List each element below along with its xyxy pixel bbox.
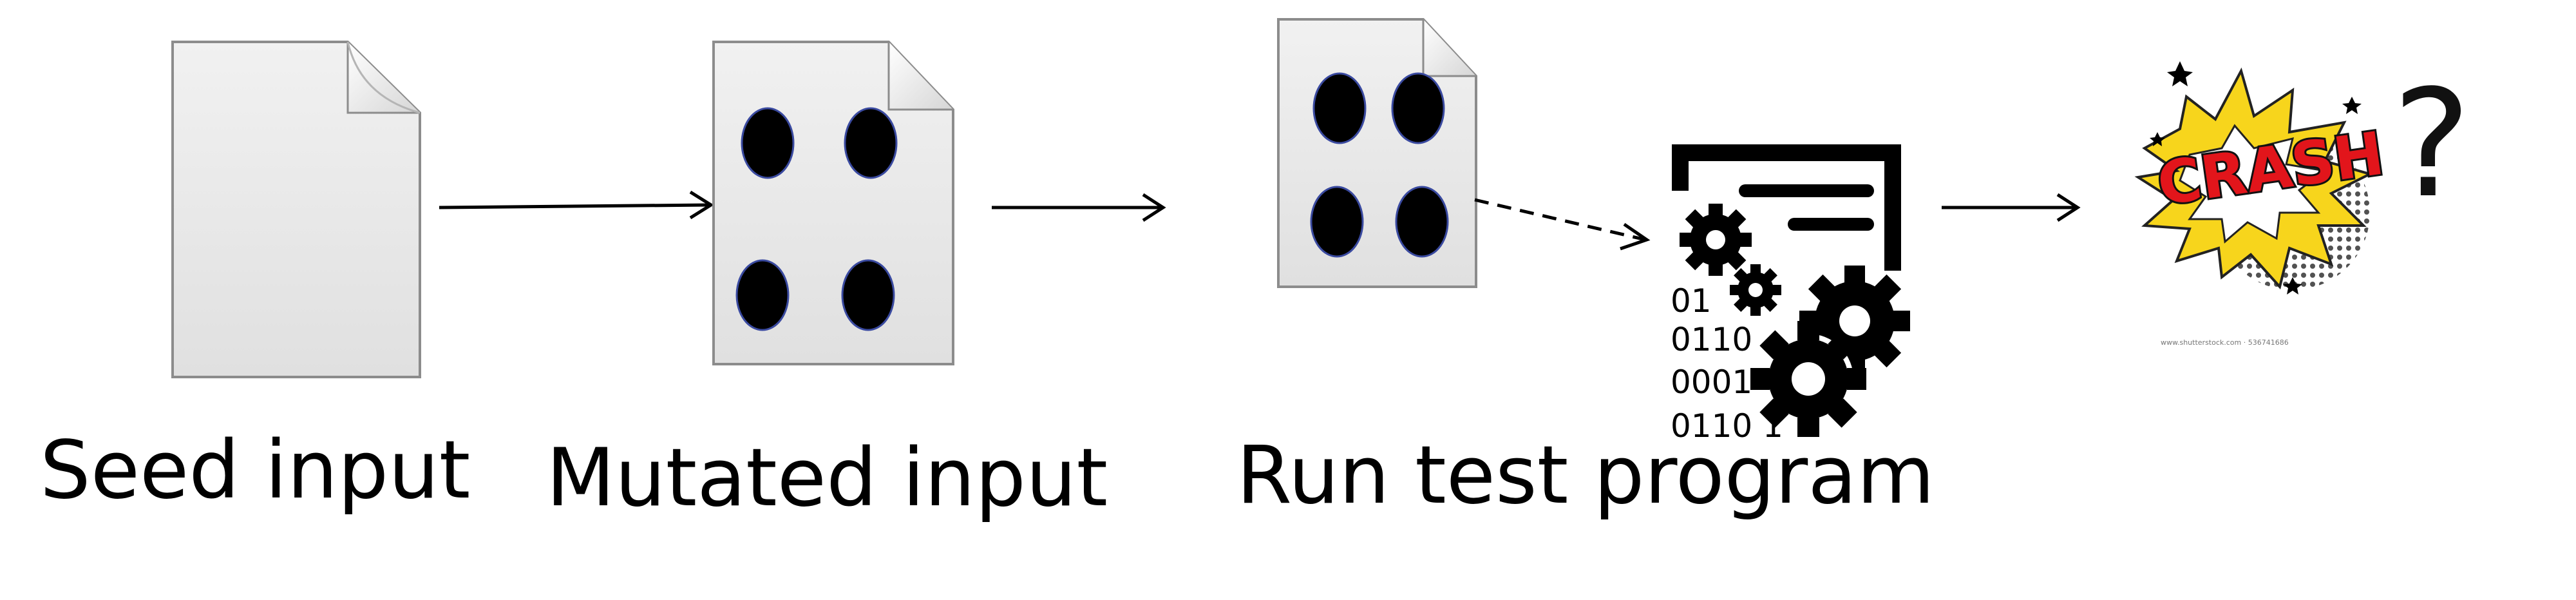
arrow-mutated-to-run [992, 193, 1166, 222]
mutated-input-caption: Mutated input [546, 432, 1108, 525]
program-gears-icon [1672, 144, 1910, 437]
arrow-program-to-crash [1942, 193, 2081, 222]
question-mark: ? [2392, 59, 2472, 231]
mutated-document-icon [712, 41, 954, 365]
binary-line: 0110 [1671, 321, 1753, 358]
arrow-seed-to-mutated [439, 190, 714, 220]
run-test-program-caption: Run test program [1236, 429, 1935, 522]
run-document-icon [1277, 18, 1477, 288]
crash-burst-icon: CRASH [2134, 61, 2390, 295]
seed-input-caption: Seed input [40, 424, 471, 517]
binary-line: 0001 [1671, 363, 1753, 401]
binary-line: 01 [1671, 282, 1712, 320]
binary-line: 0110 1 [1671, 407, 1783, 445]
stock-watermark: www.shutterstock.com · 536741686 [2161, 338, 2289, 347]
seed-document-icon [171, 41, 421, 378]
dashed-arrow-to-program [1474, 198, 1651, 251]
